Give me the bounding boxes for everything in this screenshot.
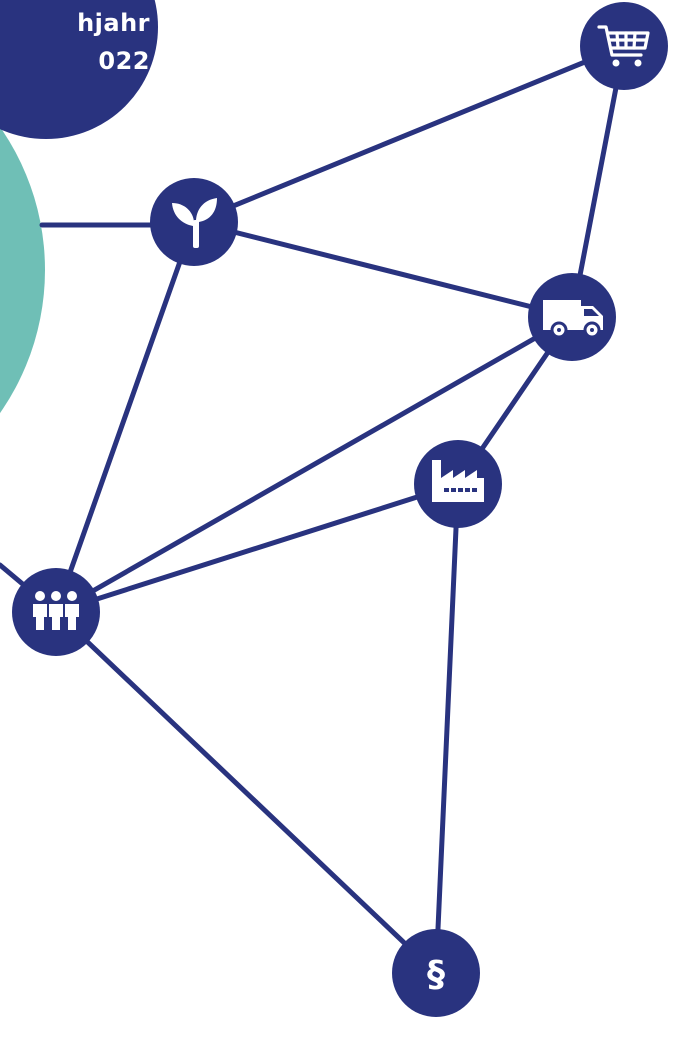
edge-plant-people <box>53 219 197 615</box>
badge-line-1: hjahr <box>77 9 150 37</box>
teal-shape <box>0 126 45 414</box>
node-factory <box>414 440 502 528</box>
fiscal-year-badge: hjahr 022 <box>0 4 150 80</box>
badge-circle <box>0 0 158 139</box>
badge-line-2: 022 <box>98 47 150 75</box>
shopping-cart-icon <box>597 25 650 67</box>
node-van <box>528 273 616 361</box>
edge-plant-cart <box>191 43 627 225</box>
edge-plant-van <box>191 219 575 320</box>
paragraph-icon: § <box>427 954 445 995</box>
sprout-icon <box>172 198 217 248</box>
delivery-van-icon <box>543 300 603 339</box>
people-group-icon <box>33 591 79 630</box>
edge-van-people <box>53 314 575 615</box>
node-people <box>12 568 100 656</box>
edge-factory-people <box>53 481 461 615</box>
edge-people-law <box>53 609 439 976</box>
edge-factory-law <box>433 481 461 976</box>
node-plant <box>150 178 238 266</box>
connection-lines <box>0 43 627 976</box>
node-law: § <box>392 929 480 1017</box>
node-cart <box>580 2 668 90</box>
edge-cart-van <box>569 43 627 320</box>
factory-icon <box>432 460 484 502</box>
